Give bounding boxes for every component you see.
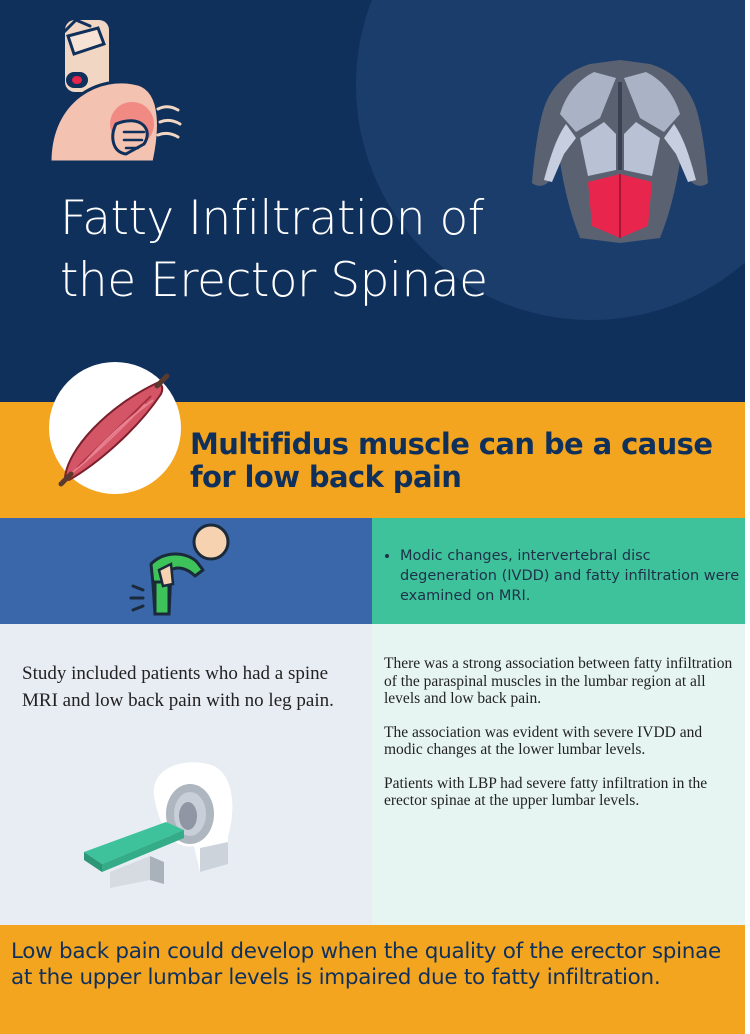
mri-note-cell xyxy=(372,518,745,624)
bent-over-person-icon xyxy=(129,523,230,616)
back-muscles-icon xyxy=(532,60,708,243)
band-subtitle: Multifidus muscle can be a cause for low… xyxy=(190,427,713,494)
findings-cell xyxy=(372,624,745,925)
conclusion-text: Low back pain could develop when the qua… xyxy=(11,939,721,990)
finding-paragraph: There was a strong association between f… xyxy=(384,655,733,707)
header-section: Fatty Infiltration of the Erector Spinae xyxy=(0,0,745,402)
list-item: Modic changes, intervertebral disc degen… xyxy=(400,546,750,606)
mri-note-list: Modic changes, intervertebral disc degen… xyxy=(384,546,750,606)
back-pain-person-icon xyxy=(48,18,182,164)
findings-text: There was a strong association between f… xyxy=(384,655,736,826)
muscle-fiber-icon xyxy=(49,362,181,494)
finding-paragraph: The association was evident with severe … xyxy=(384,723,703,759)
study-description: Study included patients who had a spine … xyxy=(22,663,334,711)
mri-scanner-icon xyxy=(84,762,233,888)
finding-paragraph: Patients with LBP had severe fatty infil… xyxy=(384,774,708,810)
page-title: Fatty Infiltration of the Erector Spinae xyxy=(60,191,488,308)
conclusion-band xyxy=(0,925,745,1034)
